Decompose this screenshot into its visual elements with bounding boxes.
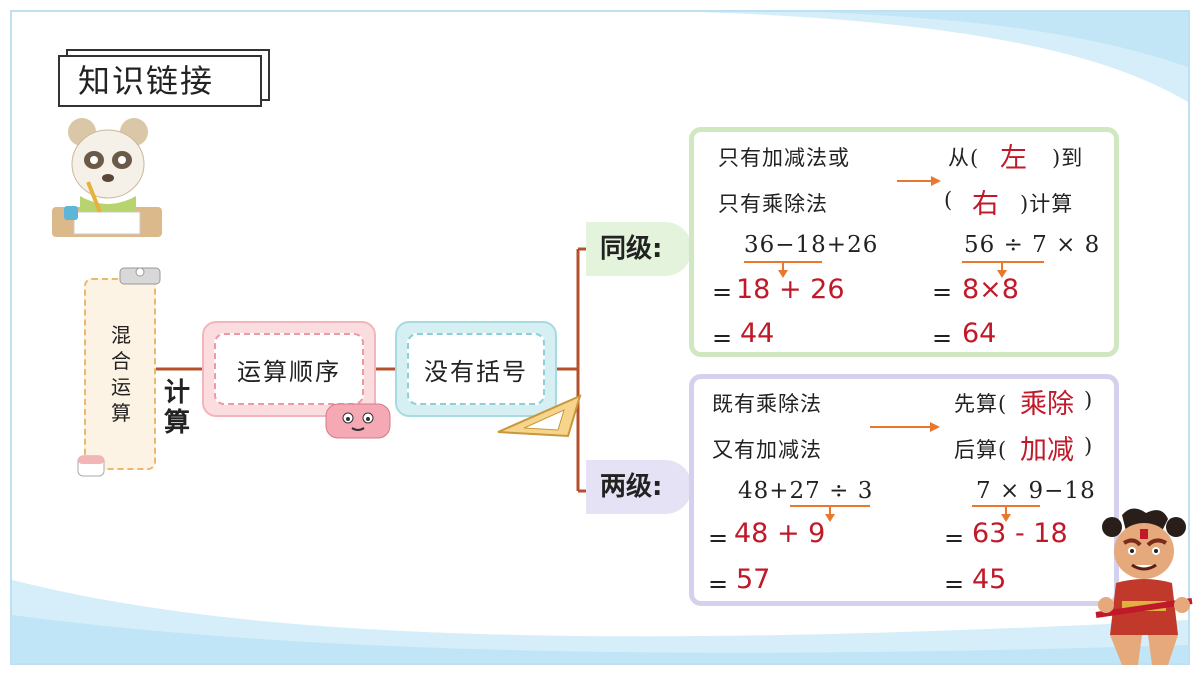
cartoon-character-illustration — [1095, 508, 1193, 665]
eraser-mascot-icon — [325, 403, 391, 439]
two-ex2-expr: 7 × 9−18 — [976, 478, 1096, 504]
same-ex2-underline — [962, 261, 1044, 278]
panda-illustration — [52, 118, 162, 237]
same-rule-line2-pre: ( — [944, 188, 954, 212]
two-ex2-underline — [972, 505, 1040, 522]
calc-char: 计 — [163, 378, 190, 408]
two-ex2-eq2: = — [944, 570, 965, 598]
bottom-wave — [12, 580, 1188, 663]
page-title: 知识链接 — [58, 55, 262, 107]
two-ex1-result: 57 — [736, 564, 771, 595]
two-ex2-result: 45 — [972, 564, 1007, 595]
top-right-wave — [700, 12, 1188, 102]
two-rule-line1-pre: 先算( — [954, 392, 1008, 416]
same-ex1-eq2: = — [712, 324, 733, 352]
node-operation-order: 运算顺序 — [202, 321, 376, 417]
node-no-brackets-text: 没有括号 — [407, 333, 545, 405]
two-cond-line2: 又有加减法 — [712, 438, 822, 462]
calc-char: 算 — [163, 408, 190, 438]
same-rule-line1-pre: 从( — [948, 146, 980, 170]
two-ex1-expr: 48+27 ÷ 3 — [738, 478, 874, 504]
same-cond-line2: 只有乘除法 — [718, 192, 828, 216]
calc-label: 计 算 — [160, 378, 194, 438]
same-ex1-underline — [744, 261, 822, 278]
two-cond-line1: 既有乘除法 — [712, 392, 822, 416]
same-rule-line1-post: )到 — [1052, 146, 1084, 170]
two-ex1-step1: 48 + 9 — [734, 518, 826, 549]
same-ex1-expr: 36−18+26 — [744, 232, 879, 258]
two-rule-answer-first: 乘除 — [1020, 389, 1074, 420]
two-ex2-eq1: = — [944, 524, 965, 552]
two-ex1-eq1: = — [708, 524, 729, 552]
vtext-char: 混 — [111, 323, 131, 347]
mixed-operation-text: 混 合 运 算 — [103, 322, 139, 426]
same-rule-line2-post: )计算 — [1020, 192, 1074, 216]
same-rule-answer-right: 右 — [972, 189, 999, 220]
same-ex2-eq1: = — [932, 278, 953, 306]
two-rule-line1-post: ) — [1084, 388, 1094, 412]
two-ex1-eq2: = — [708, 570, 729, 598]
same-ex1-step1: 18 + 26 — [736, 274, 845, 305]
mixed-operation-box — [84, 278, 156, 470]
same-ex2-eq2: = — [932, 324, 953, 352]
panel-two-levels — [689, 374, 1119, 606]
same-cond-line1: 只有加减法或 — [718, 146, 850, 170]
same-rule-arrow — [897, 176, 941, 186]
branch-same-level: 同级: — [586, 222, 692, 276]
vtext-char: 运 — [111, 375, 131, 399]
vtext-char: 合 — [111, 349, 131, 373]
same-rule-answer-left: 左 — [1000, 143, 1027, 174]
two-ex2-step1: 63 - 18 — [972, 518, 1068, 549]
two-rule-arrow — [870, 422, 940, 432]
vtext-char: 算 — [111, 401, 131, 425]
same-ex2-result: 64 — [962, 318, 997, 349]
two-rule-line2-pre: 后算( — [954, 438, 1008, 462]
same-ex1-result: 44 — [740, 318, 775, 349]
two-ex1-underline — [790, 505, 870, 522]
same-ex2-step1: 8×8 — [962, 274, 1019, 305]
same-ex1-eq1: = — [712, 278, 733, 306]
two-rule-answer-then: 加减 — [1020, 435, 1074, 466]
clip-icon — [119, 267, 161, 285]
node-operation-order-text: 运算顺序 — [214, 333, 364, 405]
node-no-brackets: 没有括号 — [395, 321, 557, 417]
panel-same-level — [689, 127, 1119, 357]
branch-two-levels: 两级: — [586, 460, 692, 514]
eraser-icon — [77, 455, 105, 477]
two-rule-line2-post: ) — [1084, 434, 1094, 458]
triangle-ruler-icon — [497, 394, 582, 438]
same-ex2-expr: 56 ÷ 7 × 8 — [964, 232, 1101, 258]
